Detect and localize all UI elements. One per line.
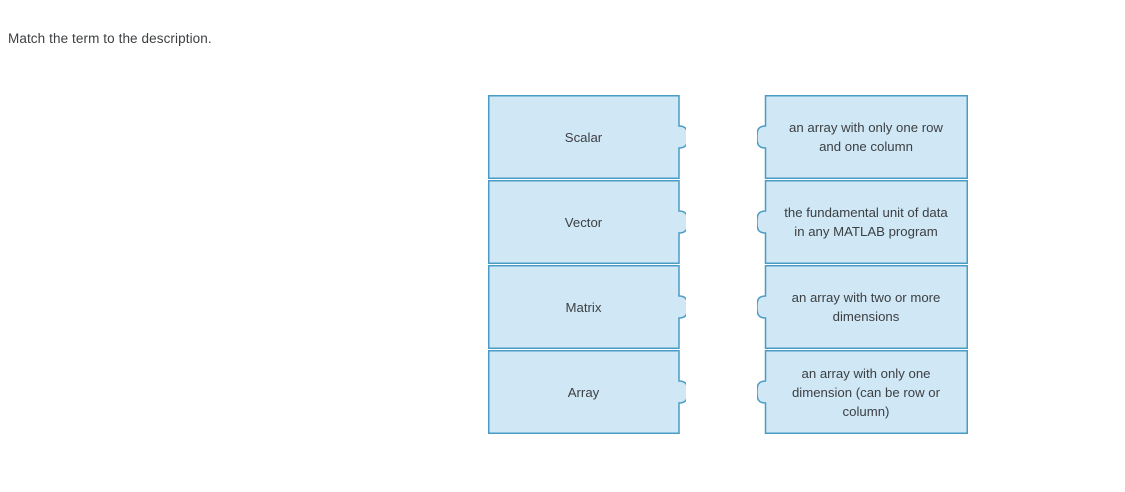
description-tile[interactable]: an array with only one dimension (can be…: [757, 350, 968, 434]
puzzle-socket-shape-icon: [757, 95, 968, 179]
term-label: Matrix: [565, 299, 602, 315]
puzzle-tab-shape-icon: [488, 265, 686, 349]
description-label: an array with only one row and one colum…: [789, 120, 943, 154]
puzzle-tab-shape-icon: [488, 95, 686, 179]
term-label: Array: [567, 384, 600, 400]
terms-column: Scalar Vector Matrix Array: [488, 95, 686, 435]
description-label: an array with only one dimension (can be…: [791, 365, 941, 419]
puzzle-tab-shape-icon: [488, 180, 686, 264]
term-tile[interactable]: Matrix: [488, 265, 686, 349]
puzzle-socket-shape-icon: [757, 180, 968, 264]
description-tile[interactable]: the fundamental unit of data in any MATL…: [757, 180, 968, 264]
puzzle-socket-shape-icon: [757, 265, 968, 349]
term-tile[interactable]: Array: [488, 350, 686, 434]
term-label: Scalar: [564, 129, 603, 145]
puzzle-tab-shape-icon: [488, 350, 686, 434]
description-label: the fundamental unit of data in any MATL…: [784, 205, 948, 239]
term-tile[interactable]: Vector: [488, 180, 686, 264]
description-tile[interactable]: an array with only one row and one colum…: [757, 95, 968, 179]
term-tile[interactable]: Scalar: [488, 95, 686, 179]
description-tile[interactable]: an array with two or more dimensions: [757, 265, 968, 349]
term-label: Vector: [564, 214, 603, 230]
page-instruction: Match the term to the description.: [8, 31, 212, 46]
descriptions-column: an array with only one row and one colum…: [757, 95, 968, 435]
description-label: an array with two or more dimensions: [791, 290, 941, 324]
puzzle-socket-shape-icon: [757, 350, 968, 434]
